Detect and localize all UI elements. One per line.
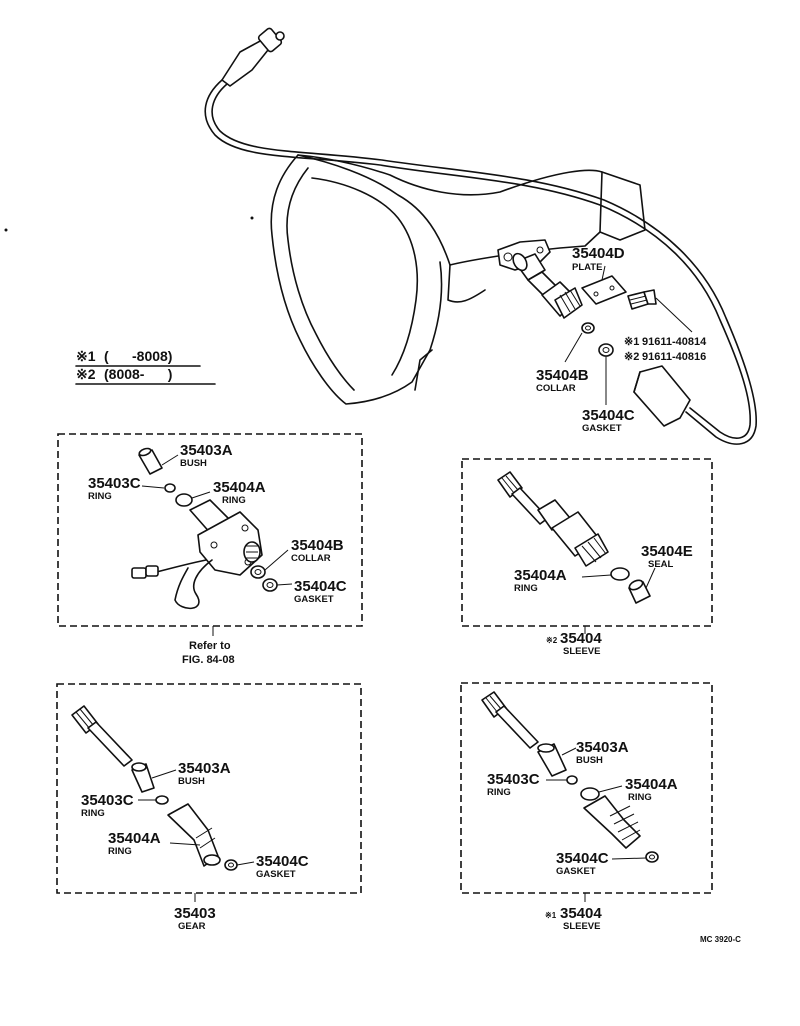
tl-ring-c-part-number: 35403C (88, 475, 141, 492)
bl-gasket-part-number: 35404C (256, 853, 309, 870)
br-ring-c-part-number: 35403C (487, 771, 540, 788)
tr-ring-a-part-number: 35404A (514, 567, 567, 584)
plate-part-number: 35404D (572, 245, 625, 262)
br-bush-part-number: 35403A (576, 739, 629, 756)
tl-caption-figure: FIG. 84-08 (182, 654, 235, 666)
tr-caption-part-number: 35404 (560, 630, 602, 647)
tl-caption-refer: Refer to (189, 640, 231, 652)
bolt-mark-1: ※1 (624, 336, 639, 348)
br-bush-name: BUSH (576, 755, 603, 766)
br-ring-c-name: RING (487, 787, 511, 798)
tl-ring-a-part-number: 35404A (213, 479, 266, 496)
speedometer-cable (204, 27, 758, 445)
figure-code: MC 3920-C (700, 935, 741, 944)
bl-ring-c-name: RING (81, 808, 105, 819)
bl-bush-name: BUSH (178, 776, 205, 787)
detail-box-top-left (57, 433, 363, 627)
tl-collar-name: COLLAR (291, 553, 331, 564)
tl-gasket-part-number: 35404C (294, 578, 347, 595)
bolt-mark-2: ※2 (624, 351, 639, 363)
tl-ring-a-name: RING (222, 495, 246, 506)
br-caption-part-number: 35404 (560, 905, 602, 922)
br-gasket-part-number: 35404C (556, 850, 609, 867)
main-gasket-part-number: 35404C (582, 407, 635, 424)
tl-collar-part-number: 35404B (291, 537, 344, 554)
br-ring-a-name: RING (628, 792, 652, 803)
tr-caption-name: SLEEVE (563, 646, 601, 657)
tl-bush-name: BUSH (180, 458, 207, 469)
main-collar-part (564, 322, 595, 363)
bolt-part-number-2: 91611-40816 (642, 351, 706, 363)
main-gasket-part (598, 343, 614, 405)
tl-bush-part-number: 35403A (180, 442, 233, 459)
main-collar-part-number: 35404B (536, 367, 589, 384)
legend-mark-1: ※1 (76, 348, 96, 364)
br-caption-mark: ※1 (545, 911, 557, 920)
bolt-part (627, 289, 693, 333)
main-sleeve-assembly (497, 239, 583, 319)
tr-seal-part-number: 35404E (641, 543, 693, 560)
bl-caption-part-number: 35403 (174, 905, 216, 922)
bolt-part-number-1: 91611-40814 (642, 336, 707, 348)
detail-box-top-right (461, 458, 713, 627)
detail-box-bottom-left (56, 683, 362, 894)
main-collar-name: COLLAR (536, 383, 576, 394)
bl-ring-a-name: RING (108, 846, 132, 857)
br-caption-name: SLEEVE (563, 921, 601, 932)
legend: ※1 ( -8008) ※2 (8008- ) (75, 348, 216, 385)
tr-seal-name: SEAL (648, 559, 674, 570)
bl-ring-c-part-number: 35403C (81, 792, 134, 809)
detail-box-bottom-right (460, 682, 713, 894)
br-ring-a-part-number: 35404A (625, 776, 678, 793)
bl-gasket-name: GASKET (256, 869, 296, 880)
main-gasket-name: GASKET (582, 423, 622, 434)
legend-range-2: (8008- ) (104, 366, 172, 382)
bl-bush-part-number: 35403A (178, 760, 231, 777)
tr-caption-mark: ※2 (546, 636, 558, 645)
transmission-housing (4, 154, 646, 405)
bl-ring-a-part-number: 35404A (108, 830, 161, 847)
plate-name: PLATE (572, 262, 602, 273)
tl-gasket-name: GASKET (294, 594, 334, 605)
legend-range-1: ( -8008) (104, 348, 172, 364)
br-gasket-name: GASKET (556, 866, 596, 877)
legend-mark-2: ※2 (76, 366, 96, 382)
tr-ring-a-name: RING (514, 583, 538, 594)
plate-part (581, 265, 627, 305)
bl-caption-name: GEAR (178, 921, 206, 932)
tl-ring-c-name: RING (88, 491, 112, 502)
